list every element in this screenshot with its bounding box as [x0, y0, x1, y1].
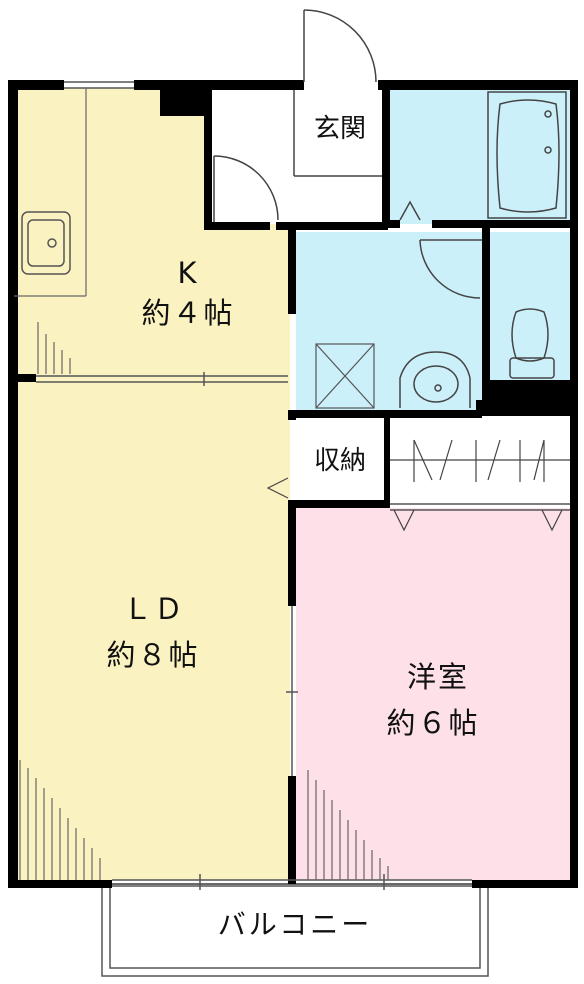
entrance-label: 玄関 [313, 114, 366, 144]
closet-doors-icon [390, 439, 570, 532]
storage-door-icon [266, 477, 289, 499]
washing-machine-pan-icon [315, 343, 375, 409]
storage-floor [296, 418, 384, 504]
entrance-floor [212, 88, 386, 224]
closet-floor [390, 418, 570, 504]
kitchen-size: 約４帖 [141, 296, 235, 330]
bath-door-icon [399, 200, 421, 221]
inner-door-icon [213, 155, 279, 222]
kitchen-sink-icon [21, 211, 71, 275]
kitchen-counter [14, 88, 87, 297]
partition-lines [36, 81, 570, 890]
kitchen-name: K [177, 256, 199, 290]
bathtub-icon [487, 91, 567, 219]
ld-name: ＬＤ [122, 592, 185, 626]
ld-floor [14, 380, 290, 880]
western-room-size: 約６帖 [386, 706, 480, 740]
washbasin-icon [399, 351, 471, 408]
storage-label: 収納 [313, 446, 366, 476]
toilet-icon [509, 308, 555, 379]
balcony-label: バルコニー [217, 908, 373, 941]
western-room-name: 洋室 [406, 660, 469, 694]
toilet-floor [490, 232, 570, 380]
entrance-door-icon [303, 9, 377, 83]
bathroom-floor [388, 88, 570, 224]
wash-door-icon [419, 239, 482, 299]
floor-hatch-marks [19, 322, 389, 880]
western-room-floor [296, 508, 570, 880]
walls [8, 80, 578, 888]
ld-size: 約８帖 [106, 638, 200, 672]
entrance-step [293, 90, 382, 177]
washroom-floor [296, 232, 484, 410]
